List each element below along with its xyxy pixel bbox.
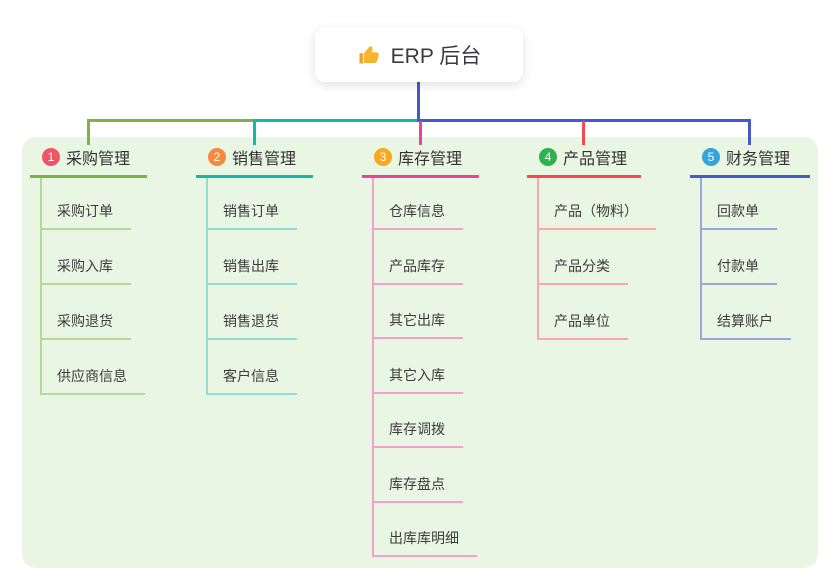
- branch-label: 产品管理: [563, 150, 628, 168]
- root-node[interactable]: ERP 后台: [315, 27, 523, 82]
- node-product-stock[interactable]: 产品库存: [374, 230, 463, 285]
- node-other-inbound[interactable]: 其它入库: [374, 339, 463, 394]
- branch-children: 产品（物料） 产品分类 产品单位: [537, 178, 656, 340]
- node-receipt-bill[interactable]: 回款单: [702, 178, 777, 230]
- branches-background-panel: [22, 137, 818, 568]
- node-settlement-account[interactable]: 结算账户: [702, 285, 791, 340]
- branch-badge-3: 3: [374, 147, 392, 166]
- connector-bus-indigo: [417, 119, 751, 122]
- connector-bus-green: [87, 119, 254, 122]
- node-product-unit[interactable]: 产品单位: [539, 285, 628, 340]
- branch-badge-2: 2: [208, 147, 226, 166]
- thumbs-up-icon: [357, 43, 381, 67]
- root-label: ERP 后台: [390, 44, 482, 68]
- node-sales-outbound[interactable]: 销售出库: [208, 230, 297, 285]
- node-purchase-order[interactable]: 采购订单: [42, 178, 131, 230]
- connector-drop-product: [582, 121, 585, 145]
- node-warehouse-info[interactable]: 仓库信息: [374, 178, 463, 230]
- node-product-category[interactable]: 产品分类: [539, 230, 628, 285]
- node-stock-count[interactable]: 库存盘点: [374, 448, 463, 503]
- branch-label: 销售管理: [232, 150, 297, 168]
- branch-sales: 2 销售管理 销售订单 销售出库 销售退货 客户信息: [196, 145, 313, 395]
- branch-title-inventory[interactable]: 3 库存管理: [362, 145, 479, 178]
- branch-children: 回款单 付款单 结算账户: [700, 178, 791, 340]
- node-purchase-return[interactable]: 采购退货: [42, 285, 131, 340]
- branch-title-purchase[interactable]: 1 采购管理: [30, 145, 147, 178]
- branch-purchase: 1 采购管理 采购订单 采购入库 采购退货 供应商信息: [30, 145, 147, 395]
- connector-drop-inventory: [419, 121, 422, 145]
- branch-label: 采购管理: [66, 150, 131, 168]
- node-sales-return[interactable]: 销售退货: [208, 285, 297, 340]
- node-customer-info[interactable]: 客户信息: [208, 340, 297, 395]
- branch-label: 库存管理: [398, 150, 463, 168]
- node-sales-order[interactable]: 销售订单: [208, 178, 297, 230]
- branch-title-product[interactable]: 4 产品管理: [527, 145, 641, 178]
- node-other-outbound[interactable]: 其它出库: [374, 285, 463, 339]
- branch-children: 仓库信息 产品库存 其它出库 其它入库 库存调拨 库存盘点 出库库明细: [372, 178, 477, 557]
- connector-drop-sales: [253, 119, 256, 145]
- connector-drop-purchase: [87, 119, 90, 145]
- branch-badge-4: 4: [539, 147, 557, 166]
- branch-label: 财务管理: [726, 150, 791, 168]
- branch-children: 销售订单 销售出库 销售退货 客户信息: [206, 178, 297, 395]
- branch-product: 4 产品管理 产品（物料） 产品分类 产品单位: [527, 145, 656, 340]
- branch-title-sales[interactable]: 2 销售管理: [196, 145, 313, 178]
- branch-children: 采购订单 采购入库 采购退货 供应商信息: [40, 178, 145, 395]
- connector-bus-teal: [253, 119, 420, 122]
- branch-badge-1: 1: [42, 147, 60, 166]
- node-product-material[interactable]: 产品（物料）: [539, 178, 656, 230]
- node-purchase-inbound[interactable]: 采购入库: [42, 230, 131, 285]
- node-payment-bill[interactable]: 付款单: [702, 230, 777, 285]
- node-stock-transfer[interactable]: 库存调拨: [374, 394, 463, 448]
- node-supplier-info[interactable]: 供应商信息: [42, 340, 145, 395]
- connector-drop-finance: [748, 119, 751, 145]
- branch-inventory: 3 库存管理 仓库信息 产品库存 其它出库 其它入库 库存调拨 库存盘点 出库库…: [362, 145, 479, 557]
- branch-title-finance[interactable]: 5 财务管理: [690, 145, 810, 178]
- connector-root-line: [417, 81, 420, 120]
- branch-badge-5: 5: [702, 147, 720, 166]
- branch-finance: 5 财务管理 回款单 付款单 结算账户: [690, 145, 810, 340]
- node-outbound-detail[interactable]: 出库库明细: [374, 503, 477, 557]
